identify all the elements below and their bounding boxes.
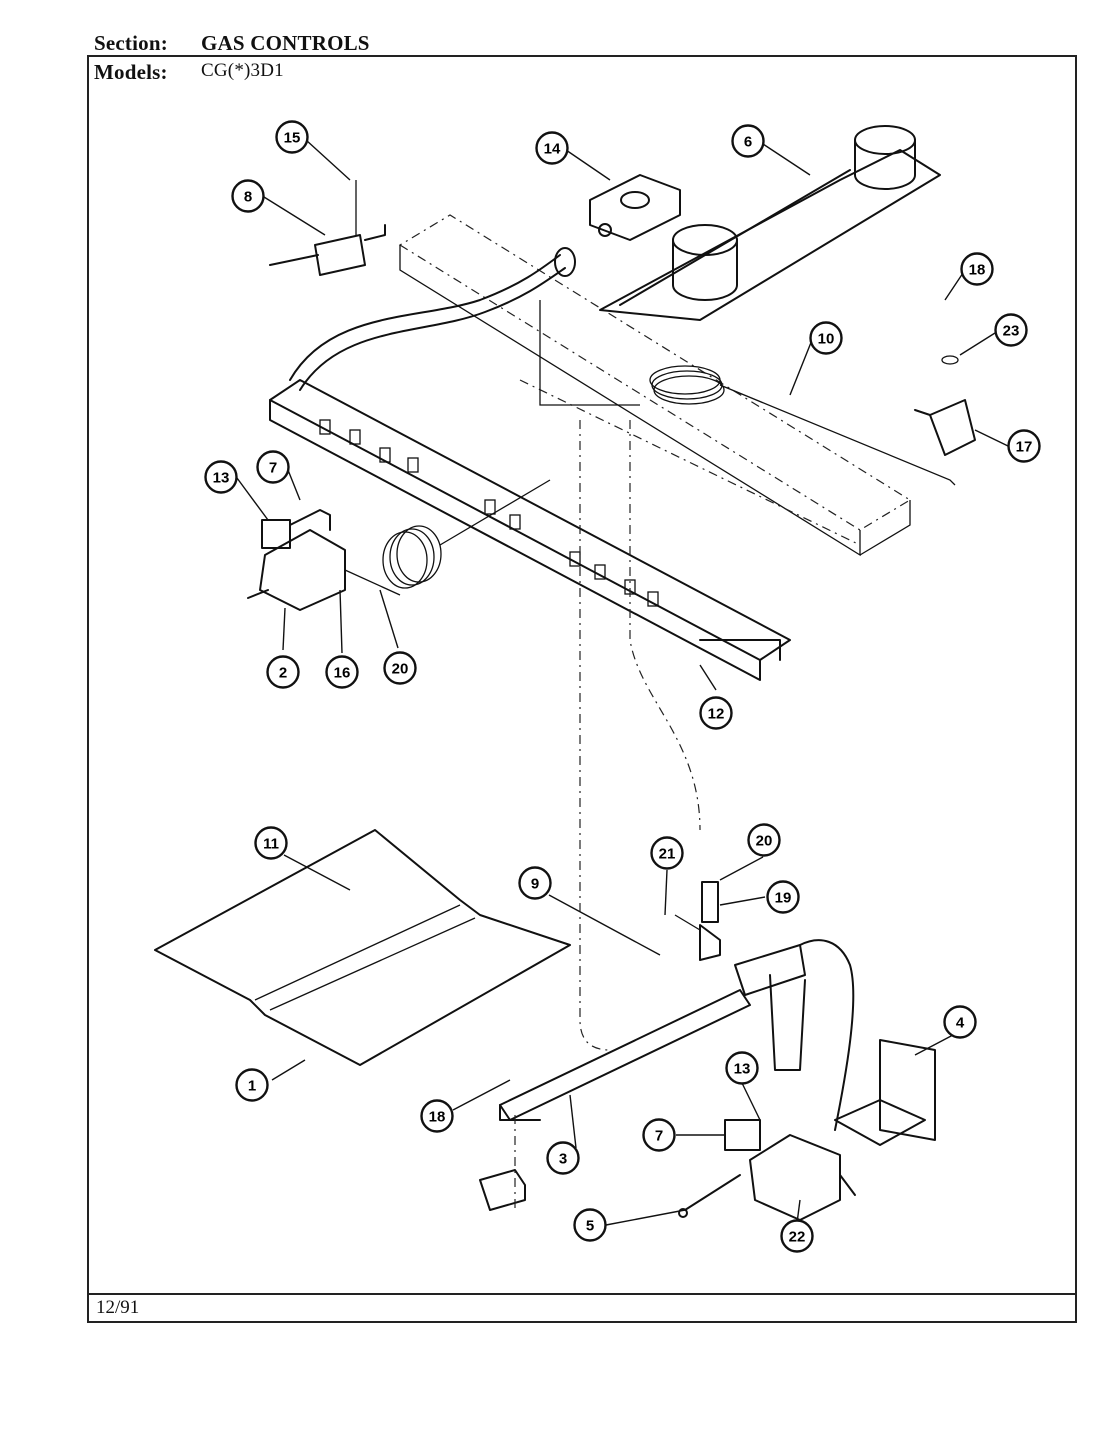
callout-4: 4 xyxy=(943,1005,977,1039)
callout-number: 16 xyxy=(334,665,351,682)
callout-number: 4 xyxy=(956,1015,965,1032)
callout-20: 20 xyxy=(747,823,781,857)
callout-number: 20 xyxy=(392,661,409,678)
callout-number: 21 xyxy=(659,846,676,863)
callout-number: 15 xyxy=(284,130,301,147)
diagram-frame xyxy=(87,55,1077,1323)
supply-line-drawing xyxy=(579,420,701,1051)
top-valve-drawing xyxy=(269,180,386,276)
burner-box-drawing xyxy=(398,214,912,557)
callout-number: 18 xyxy=(969,262,986,279)
callout-9: 9 xyxy=(518,866,552,900)
lower-bracket-drawing xyxy=(479,1115,526,1211)
callout-7: 7 xyxy=(256,450,290,484)
callouts: 15 14 6 8 18 23 10 17 13 7 2 16 20 12 11 21 20 9 19 4 1 18 3 13… xyxy=(204,120,1041,1253)
callout-8: 8 xyxy=(231,179,265,213)
callout-number: 2 xyxy=(279,665,287,682)
footer-divider xyxy=(87,1293,1077,1295)
callout-number: 18 xyxy=(429,1109,446,1126)
callout-7: 7 xyxy=(642,1118,676,1152)
callout-number: 7 xyxy=(269,460,277,477)
callout-6: 6 xyxy=(731,124,765,158)
callout-23: 23 xyxy=(994,313,1028,347)
callout-12: 12 xyxy=(699,696,733,730)
callout-number: 13 xyxy=(213,470,230,487)
callout-13: 13 xyxy=(204,460,238,494)
callout-10: 10 xyxy=(809,321,843,355)
callout-13: 13 xyxy=(725,1051,759,1085)
callout-number: 3 xyxy=(559,1151,567,1168)
shutoff-valve-drawing xyxy=(589,174,681,241)
thermostat-bracket-drawing xyxy=(914,355,976,456)
callout-11: 11 xyxy=(254,826,288,860)
callout-number: 12 xyxy=(708,706,725,723)
callout-number: 7 xyxy=(655,1128,663,1145)
footer-date: 12/91 xyxy=(96,1297,140,1318)
callout-18: 18 xyxy=(960,252,994,286)
callout-number: 14 xyxy=(544,141,561,158)
section-title: GAS CONTROLS xyxy=(201,31,370,55)
callout-15: 15 xyxy=(275,120,309,154)
callout-1: 1 xyxy=(235,1068,269,1102)
callout-22: 22 xyxy=(780,1219,814,1253)
manifold-drawing xyxy=(269,379,791,681)
callout-3: 3 xyxy=(546,1141,580,1175)
models-label: Models: xyxy=(94,60,168,84)
callout-number: 20 xyxy=(756,833,773,850)
gas-line-drawing xyxy=(289,247,576,391)
callout-number: 1 xyxy=(248,1078,256,1095)
callout-14: 14 xyxy=(535,131,569,165)
callout-5: 5 xyxy=(573,1208,607,1242)
callout-number: 17 xyxy=(1016,439,1033,456)
gas-pipe-lower-drawing xyxy=(799,939,855,1131)
callout-number: 6 xyxy=(744,134,752,151)
callout-number: 9 xyxy=(531,876,539,893)
callout-number: 22 xyxy=(789,1229,806,1246)
section-label: Section: xyxy=(94,31,168,55)
valve-bracket-drawing xyxy=(834,1039,936,1146)
callout-number: 10 xyxy=(818,331,835,348)
thermocouple-coil-drawing xyxy=(382,479,551,589)
bake-burner-drawing xyxy=(499,944,806,1121)
callout-20: 20 xyxy=(383,651,417,685)
screw-drawing xyxy=(678,1174,741,1218)
callout-2: 2 xyxy=(266,655,300,689)
callout-19: 19 xyxy=(766,880,800,914)
callout-number: 11 xyxy=(263,836,279,853)
thermocouple-coil-upper-drawing xyxy=(539,300,956,486)
burner-tube-drawing xyxy=(599,125,941,321)
callout-18: 18 xyxy=(420,1099,454,1133)
callout-21: 21 xyxy=(650,836,684,870)
leader-lines xyxy=(236,139,1009,1226)
callout-number: 8 xyxy=(244,189,252,206)
callout-number: 5 xyxy=(586,1218,594,1235)
models-value: CG(*)3D1 xyxy=(201,60,284,81)
broil-burner-drawing xyxy=(154,829,571,1066)
callout-number: 23 xyxy=(1003,323,1020,340)
valve-upper-drawing xyxy=(247,509,401,611)
callout-number: 19 xyxy=(775,890,792,907)
valve-lower-drawing xyxy=(724,1119,856,1221)
callout-16: 16 xyxy=(325,655,359,689)
callout-17: 17 xyxy=(1007,429,1041,463)
callout-number: 13 xyxy=(734,1061,751,1078)
igniter-drawing xyxy=(674,881,721,961)
